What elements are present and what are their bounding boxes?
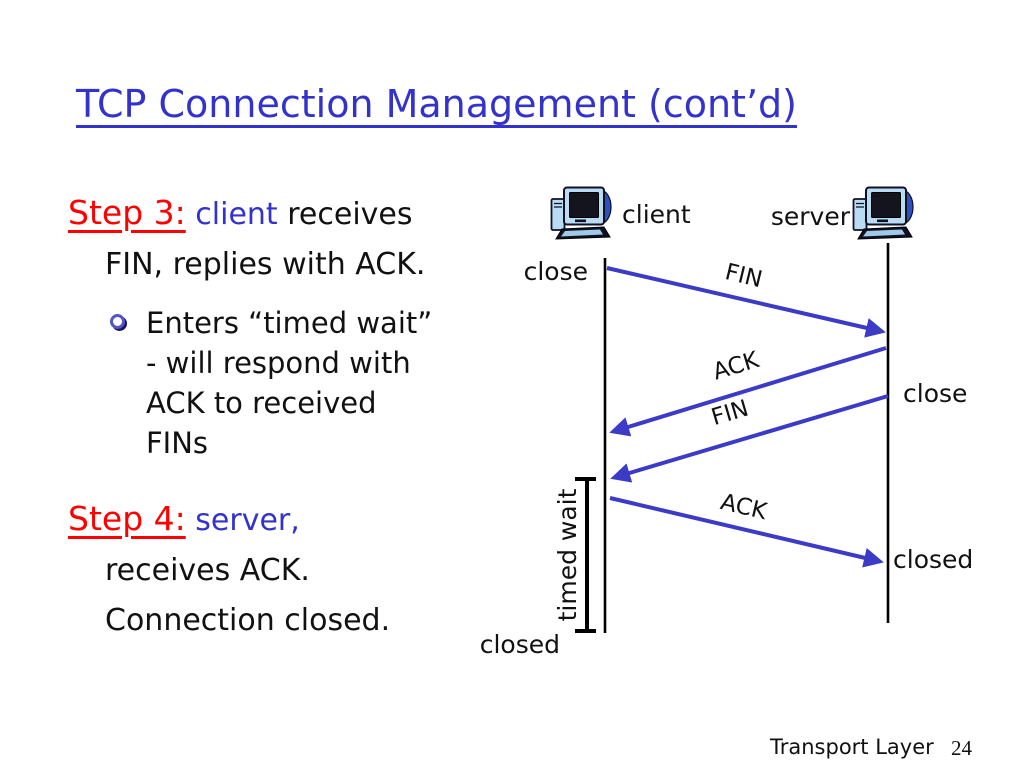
fin-message-label: FIN — [723, 259, 765, 293]
step3-line2: FIN, replies with ACK. — [105, 247, 426, 282]
client-computer-icon — [550, 186, 612, 240]
client-label: client — [622, 200, 691, 229]
bullet-text: Enters “timed wait” - will respond with … — [146, 303, 432, 463]
timed-wait-label: timed wait — [553, 488, 582, 621]
bullet-line: - will respond with — [146, 346, 411, 380]
step3-paragraph: Step 3: client receives FIN, replies wit… — [68, 188, 425, 290]
ack-message-label: ACK — [718, 489, 770, 525]
ack-message-label: ACK — [710, 347, 763, 386]
step4-paragraph: Step 4: server, receives ACK. Connection… — [68, 494, 390, 646]
client-closed-label: closed — [480, 630, 560, 659]
page-title: TCP Connection Management (cont’d) — [76, 82, 797, 126]
step4-line2: receives ACK. — [105, 553, 310, 588]
ack-arrow-server-to-client — [609, 346, 887, 437]
ack-arrow-client-to-server — [609, 496, 884, 568]
bullet-line: Enters “timed wait” — [146, 306, 433, 340]
step4-line1: Step 4: server, — [68, 494, 390, 546]
fin-arrow-server-to-client — [610, 394, 889, 483]
step3-after-actor: receives — [287, 197, 413, 232]
footer-section-title: Transport Layer — [770, 735, 934, 759]
circle-bullet-icon — [110, 314, 125, 329]
server-computer-icon — [852, 186, 914, 240]
server-label: server — [771, 202, 851, 231]
server-closed-label: closed — [893, 545, 973, 574]
bullet-item: Enters “timed wait” - will respond with … — [110, 303, 432, 463]
step4-line3: Connection closed. — [105, 603, 391, 638]
fin-arrow-client-to-server — [606, 266, 886, 338]
client-close-label: close — [524, 257, 588, 286]
timed-wait-bracket — [575, 477, 596, 633]
tcp-teardown-sequence-diagram: client server close close closed closed … — [480, 186, 973, 659]
step4-actor: server, — [195, 503, 300, 538]
bullet-line: FINs — [146, 426, 209, 460]
server-close-label: close — [903, 379, 967, 408]
step4-heading: Step 4: — [68, 499, 186, 538]
page-number: 24 — [951, 736, 972, 760]
step3-line1: Step 3: client receives — [68, 188, 425, 240]
bullet-line: ACK to received — [146, 386, 377, 420]
step3-actor: client — [195, 197, 278, 232]
step3-heading: Step 3: — [68, 193, 186, 232]
